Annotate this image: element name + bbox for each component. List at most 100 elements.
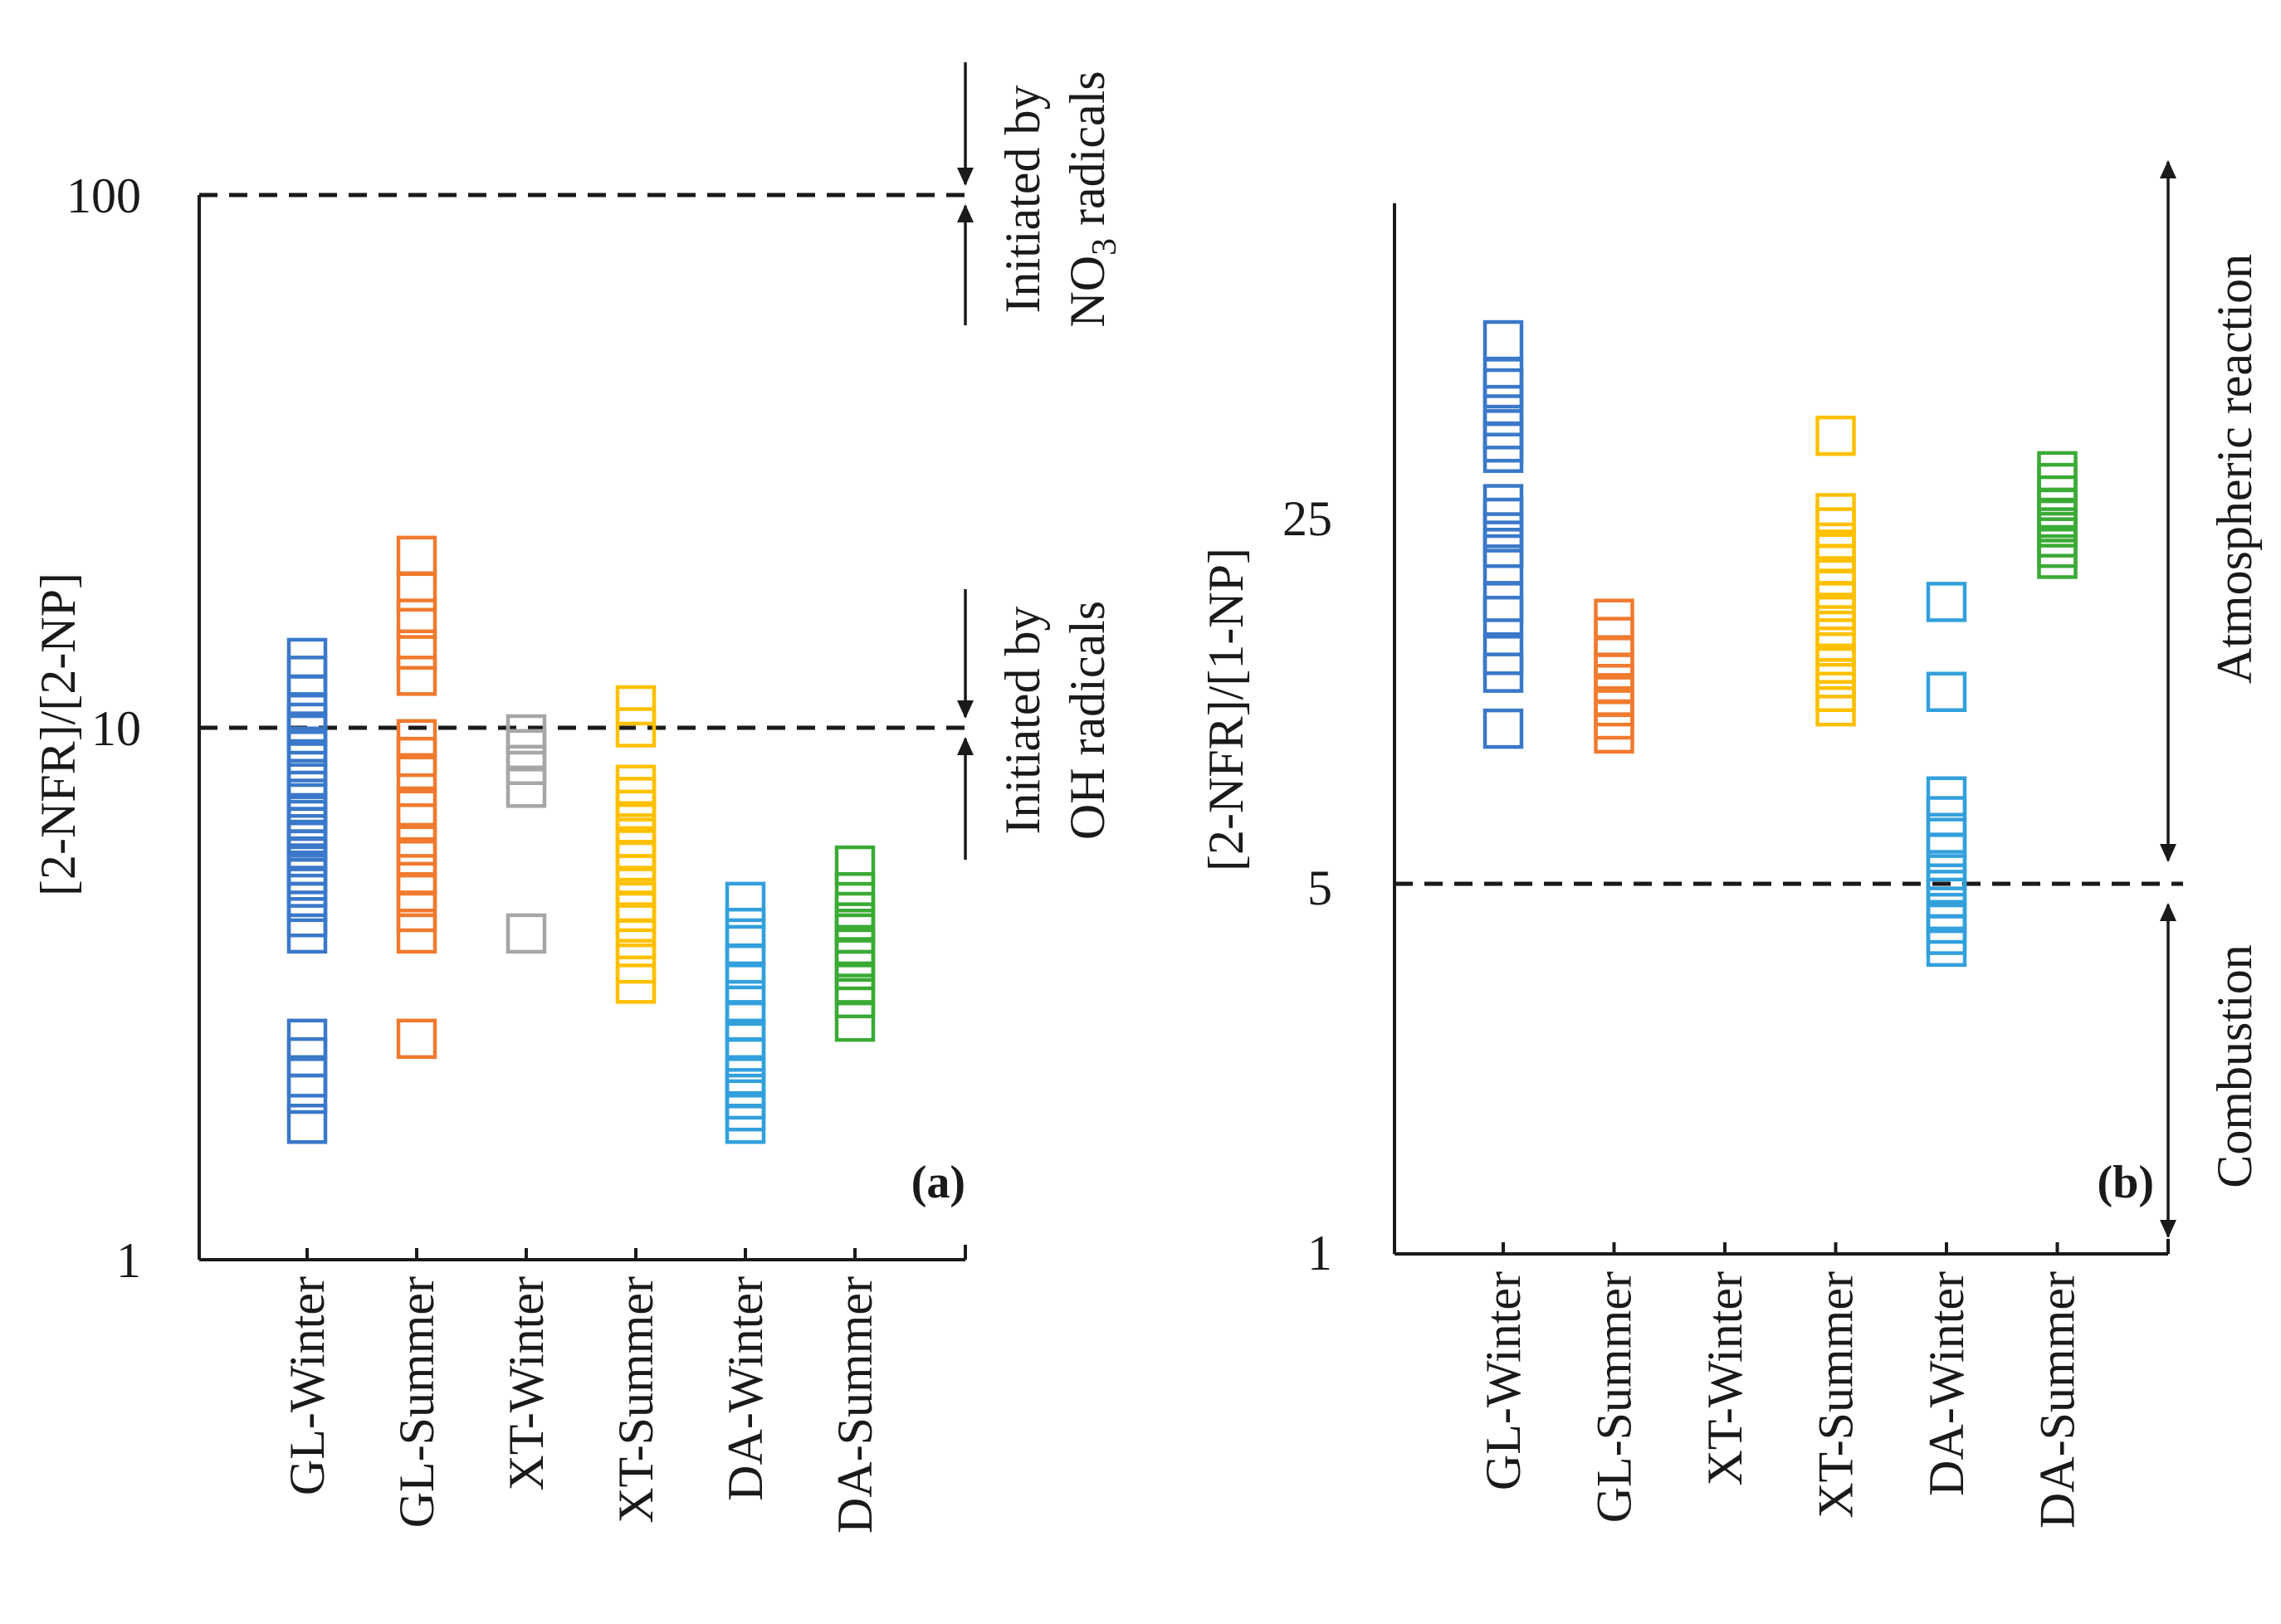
panel-b-ytick-1: 1 xyxy=(1307,1226,1332,1280)
panel-a-point-da-summer-5 xyxy=(834,924,876,966)
panel-a-annotation-no3-main: NO xyxy=(1060,256,1115,328)
panel-b-y-axis-label: [2-NFR]/[1-NP] xyxy=(1199,548,1253,871)
panel-a-point-xt-winter-2 xyxy=(506,744,547,786)
panel-b-annotation-atmospheric: Atmospheric reaction xyxy=(2207,254,2262,684)
panel-a-category-label-da-winter: DA-Winter xyxy=(718,1276,773,1501)
panel-b-point-xt-summer-8 xyxy=(1815,582,1856,622)
panel-a-point-xt-summer-6 xyxy=(615,817,657,858)
panel-b-arrowhead-atmospheric-top xyxy=(2160,160,2176,178)
panel-b-point-gl-winter-15 xyxy=(1482,652,1524,693)
panel-a-point-gl-winter-4 xyxy=(286,702,328,744)
panel-b-point-xt-summer-15 xyxy=(1815,685,1856,727)
panel-a-point-xt-winter-1 xyxy=(506,729,547,770)
panel-b-arrowhead-atmospheric-bottom xyxy=(2160,844,2176,862)
panel-b-point-gl-winter-13 xyxy=(1482,595,1524,636)
panel-b-arrowhead-combustion-top xyxy=(2160,903,2176,921)
panel-a-point-da-summer-8 xyxy=(834,963,876,1004)
panel-a-point-xt-summer-11 xyxy=(615,881,657,923)
panel-b-point-da-summer-0 xyxy=(2037,451,2078,492)
panel-a-ytick-10: 10 xyxy=(91,701,141,756)
panel-a-point-da-winter-0 xyxy=(725,881,766,923)
panel-b-point-xt-summer-10 xyxy=(1815,610,1856,651)
panel-a-point-gl-summer-1 xyxy=(396,571,437,612)
panel-b-point-xt-summer-0 xyxy=(1815,415,1856,456)
panel-a-category-label-gl-summer: GL-Summer xyxy=(389,1276,444,1528)
panel-a-point-xt-winter-3 xyxy=(506,768,547,808)
panel-a-annotation-no3-tail: radicals xyxy=(1060,71,1115,238)
panel-a-point-xt-summer-9 xyxy=(615,854,657,895)
panel-a-y-axis-label: [2-NFR]/[2-NP] xyxy=(31,573,85,896)
panel-a-arrowhead-down-no3 xyxy=(957,168,974,186)
panel-a-point-xt-summer-7 xyxy=(615,829,657,870)
panel-a-categories: GL-Winter GL-Summer XT-Winter XT-Summer DA-W… xyxy=(280,1248,882,1534)
panel-a-point-da-winter-12 xyxy=(725,1090,766,1132)
panel-a-point-gl-summer-10 xyxy=(396,825,437,866)
panel-a-ytick-1: 1 xyxy=(116,1233,141,1288)
panel-b-point-xt-summer-5 xyxy=(1815,544,1856,585)
panel-b-category-label-da-summer: DA-Summer xyxy=(2030,1271,2085,1529)
panel-a-point-gl-summer-16 xyxy=(396,1018,437,1060)
panel-b-point-gl-winter-6 xyxy=(1482,432,1524,473)
panel-b-point-gl-summer-7 xyxy=(1594,699,1634,740)
panel-b-point-gl-summer-6 xyxy=(1594,685,1634,727)
panel-b-point-gl-winter-1 xyxy=(1482,358,1524,398)
panel-b-point-xt-summer-2 xyxy=(1815,507,1856,548)
panel-b-annotation-combustion: Combustion xyxy=(2207,944,2262,1188)
panel-b-category-label-gl-summer: GL-Summer xyxy=(1587,1271,1642,1523)
panel-b-point-da-summer-8 xyxy=(2037,539,2078,579)
panel-a-point-gl-summer-15 xyxy=(396,913,437,954)
panel-a-point-da-summer-10 xyxy=(834,1001,876,1042)
panel-a-category-label-gl-winter: GL-Winter xyxy=(280,1276,335,1495)
panel-b-category-label-xt-summer: XT-Summer xyxy=(1809,1271,1863,1519)
panel-b-category-label-xt-winter: XT-Winter xyxy=(1697,1271,1752,1486)
panel-b-point-gl-winter-16 xyxy=(1482,708,1524,749)
panel-b-point-gl-winter-12 xyxy=(1482,582,1524,622)
panel-a-point-da-summer-4 xyxy=(834,913,876,954)
panel-b-point-da-winter-11 xyxy=(1926,914,1967,955)
panel-a-marks xyxy=(286,535,876,1144)
panel-a-point-gl-winter-5 xyxy=(286,714,328,755)
panel-a-annotation-oh-line2: OH radicals xyxy=(1060,601,1115,840)
panel-a-point-gl-summer-9 xyxy=(396,803,437,844)
panel-a-point-xt-summer-14 xyxy=(615,919,657,960)
panel-a-point-gl-summer-14 xyxy=(396,891,437,933)
panel-a-point-gl-summer-4 xyxy=(396,656,437,696)
panel-b-point-xt-summer-7 xyxy=(1815,568,1856,609)
panel-b-point-da-summer-1 xyxy=(2037,462,2078,504)
panel-b-point-gl-winter-0 xyxy=(1482,319,1524,361)
panel-a-point-xt-summer-4 xyxy=(615,789,657,831)
panel-a-point-gl-summer-3 xyxy=(396,629,437,671)
panel-a-annotation-no3-subscript: 3 xyxy=(1086,238,1124,256)
panel-b-point-da-winter-10 xyxy=(1926,903,1967,944)
panel-a-point-xt-summer-10 xyxy=(615,867,657,908)
panel-b-point-xt-summer-14 xyxy=(1815,671,1856,712)
panel-a-point-xt-summer-5 xyxy=(615,803,657,844)
panel-a-point-gl-summer-2 xyxy=(396,598,437,639)
panel-a-category-label-xt-summer: XT-Summer xyxy=(608,1276,663,1524)
panel-a-annotation-oh-line1: Initiated by xyxy=(995,607,1050,835)
panel-b-point-gl-summer-5 xyxy=(1594,675,1634,716)
panel-a-point-da-winter-11 xyxy=(725,1079,766,1120)
panel-b-point-gl-summer-3 xyxy=(1594,652,1634,693)
panel-a-arrowhead-up-oh xyxy=(957,737,974,755)
panel-a-point-da-winter-5 xyxy=(725,985,766,1027)
panel-b-point-xt-summer-6 xyxy=(1815,556,1856,597)
panel-a-point-da-winter-13 xyxy=(725,1103,766,1144)
panel-b-point-da-winter-1 xyxy=(1926,671,1967,712)
panel-a-point-da-summer-6 xyxy=(834,937,876,978)
panel-a-point-xt-summer-16 xyxy=(615,963,657,1004)
panel-b-point-gl-winter-7 xyxy=(1482,484,1524,524)
panel-a-point-xt-summer-12 xyxy=(615,891,657,933)
panel-b-point-gl-summer-4 xyxy=(1594,664,1634,705)
panel-a-point-xt-summer-8 xyxy=(615,841,657,882)
panel-a-category-label-da-summer: DA-Summer xyxy=(828,1276,882,1534)
panel-a-point-xt-summer-2 xyxy=(615,764,657,805)
panel-a-category-label-xt-winter: XT-Winter xyxy=(499,1276,554,1491)
panel-b-marks xyxy=(1482,319,2078,968)
panel-a-annotation-no3-line2: NO3 radicals xyxy=(1060,71,1124,327)
panel-a-label: (a) xyxy=(911,1157,965,1208)
panel-b-ytick-25: 25 xyxy=(1282,491,1332,546)
panel-a-point-xt-summer-1 xyxy=(615,707,657,748)
